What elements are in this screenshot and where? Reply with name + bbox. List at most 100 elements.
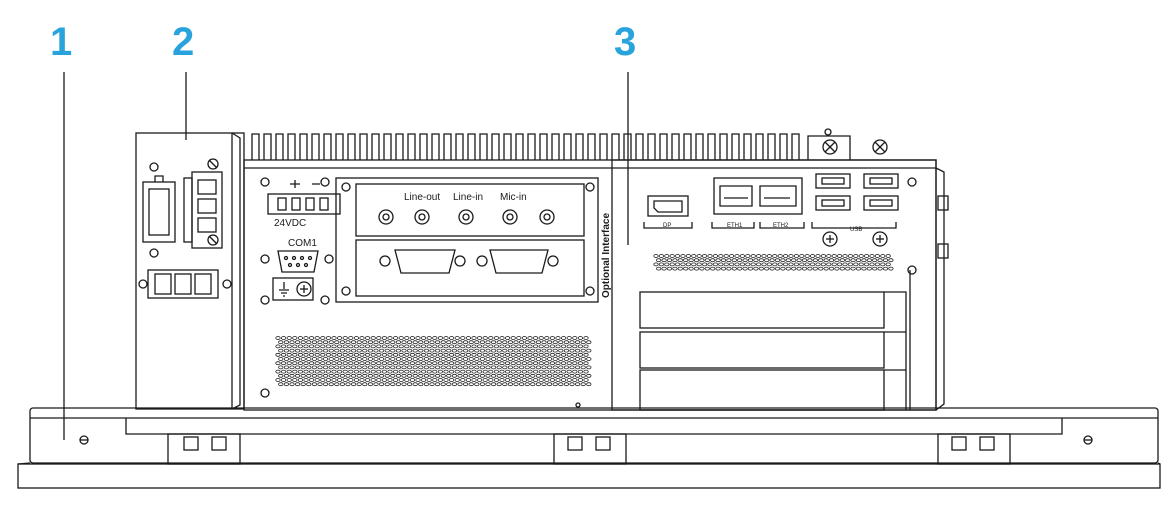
vent-hole [429, 365, 435, 370]
vent-hole [306, 373, 312, 378]
vent-hole [753, 266, 759, 271]
vent-hole [493, 344, 499, 349]
vent-hole [345, 357, 351, 361]
vent-hole [745, 254, 751, 258]
vent-hole [426, 378, 432, 382]
vent-hole [861, 258, 867, 263]
vent-hole [583, 336, 589, 340]
vent-hole [289, 382, 295, 387]
vent-hole [457, 373, 463, 378]
vent-hole [479, 373, 485, 378]
vent-hole [793, 254, 800, 258]
vent-hole [289, 348, 295, 353]
vent-hole [457, 357, 463, 361]
vent-hole [409, 369, 415, 374]
vent-hole [569, 348, 575, 353]
vent-hole [278, 373, 284, 378]
vent-hole [306, 365, 312, 370]
vent-hole [538, 352, 544, 357]
vent-hole [280, 352, 287, 357]
vent-hole [367, 357, 373, 361]
vent-hole [331, 378, 337, 382]
vent-hole [566, 344, 572, 349]
vent-hole [275, 378, 281, 382]
vent-hole [303, 352, 309, 357]
vent-hole [688, 266, 694, 271]
vent-hole [674, 262, 681, 267]
vent-hole [538, 361, 544, 366]
vent-hole [303, 344, 309, 349]
vent-hole [513, 340, 519, 345]
vent-hole [415, 352, 421, 357]
vent-hole [350, 348, 357, 353]
vent-hole [696, 262, 702, 267]
vent-hole [566, 361, 572, 366]
vent-hole [499, 369, 505, 374]
vent-hole [653, 262, 659, 267]
vent-hole [577, 369, 584, 374]
vent-hole [440, 340, 446, 345]
vent-hole [499, 352, 505, 357]
vent-hole [583, 369, 589, 374]
vent-hole [516, 344, 522, 349]
vent-hole [544, 369, 550, 374]
vent-hole [378, 373, 385, 378]
vent-hole [462, 382, 469, 387]
vent-hole [334, 348, 340, 353]
vent-hole [275, 344, 281, 349]
vent-hole [328, 373, 334, 378]
vent-hole [398, 361, 404, 366]
vent-hole [451, 373, 457, 378]
vent-hole [294, 365, 301, 370]
vent-hole [359, 352, 365, 357]
vent-hole [454, 352, 460, 357]
vent-hole [718, 254, 724, 258]
vent-hole [476, 352, 483, 357]
vent-hole [782, 262, 789, 267]
vent-hole [283, 382, 289, 387]
vent-hole [555, 369, 561, 374]
vent-hole [527, 344, 533, 349]
vent-hole [434, 357, 441, 361]
vent-hole [443, 378, 449, 382]
vent-hole [370, 336, 376, 340]
vent-hole [460, 336, 466, 340]
vent-hole [303, 336, 309, 340]
vent-hole [362, 365, 368, 370]
vent-hole [353, 336, 359, 340]
vent-hole [677, 258, 683, 263]
vent-hole [504, 369, 511, 374]
vent-hole [409, 336, 415, 340]
vent-hole [370, 361, 376, 366]
front-bezel [17, 407, 1161, 489]
vent-hole [387, 378, 393, 382]
vent-hole [446, 365, 452, 370]
vent-hole [420, 336, 427, 340]
vent-hole [334, 382, 340, 387]
vent-hole [572, 369, 578, 374]
vent-hole [395, 382, 401, 387]
vent-hole [499, 378, 505, 382]
vent-hole [311, 357, 317, 361]
vent-hole [502, 357, 508, 361]
vent-hole [524, 373, 530, 378]
vent-hole [443, 369, 449, 374]
vent-hole [348, 378, 354, 382]
vent-hole [289, 340, 295, 345]
vent-hole [499, 344, 505, 349]
vent-hole [356, 340, 362, 345]
vent-hole [572, 344, 578, 349]
vent-hole [359, 378, 365, 382]
vent-hole [750, 254, 756, 258]
vent-hole [672, 266, 678, 271]
vent-hole [320, 336, 326, 340]
vent-hole [317, 348, 323, 353]
vent-hole [518, 365, 525, 370]
vent-hole [336, 378, 343, 382]
vent-hole [303, 369, 309, 374]
vent-hole [468, 373, 474, 378]
vent-hole [574, 365, 581, 370]
vent-hole [362, 382, 368, 387]
